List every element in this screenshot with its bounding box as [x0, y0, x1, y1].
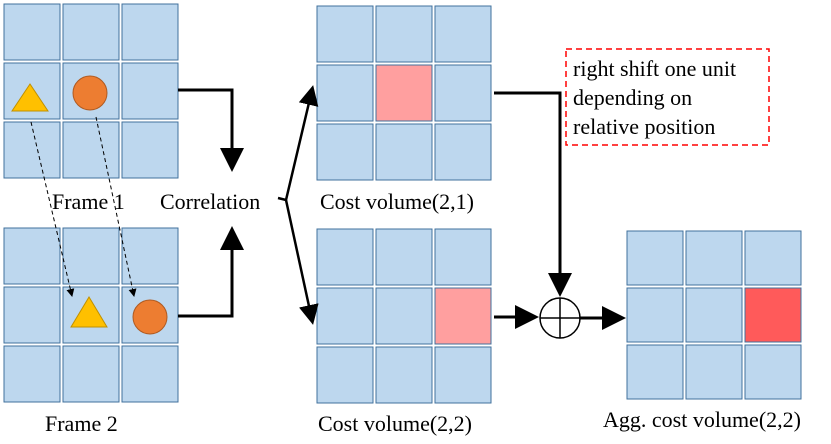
cost22-cell-1-0 [316, 287, 374, 345]
sum-operator-icon [539, 297, 581, 339]
cost22-cell-1-1 [375, 287, 433, 345]
frame2-cell-2-0 [3, 345, 61, 403]
cost22-cell-0-1 [375, 228, 433, 286]
agg-cell-1-1 [685, 287, 743, 343]
frame1-circle [72, 75, 108, 111]
arrow-correlation-to-cost21 [277, 85, 319, 202]
cost21-cell-0-0 [316, 5, 374, 63]
frame1-cell-2-2 [121, 121, 179, 179]
cost21-cell-2-2 [434, 123, 492, 181]
cost22-cell-2-0 [316, 346, 374, 404]
frame2-cell-0-0 [3, 227, 61, 285]
arrow-correlation-to-cost22 [284, 199, 319, 325]
cost-volume-21-label: Cost volume(2,1) [320, 189, 474, 214]
cost21-cell-1-0 [316, 64, 374, 122]
dashed-arrow-circle [95, 116, 137, 297]
agg-cell-2-0 [626, 344, 684, 400]
frame1-cell-2-1 [62, 121, 120, 179]
cost22-cell-0-0 [316, 228, 374, 286]
cost22-cell-2-1 [375, 346, 433, 404]
note-line-1: right shift one unit [573, 56, 736, 81]
frame2-label: Frame 2 [45, 411, 118, 436]
agg-cell-2-1 [685, 344, 743, 400]
frame1-cell-0-1 [62, 3, 120, 61]
agg-cost-volume-label: Agg. cost volume(2,2) [603, 407, 801, 432]
frame2-cell-0-2 [121, 227, 179, 285]
cost-volume-22-label: Cost volume(2,2) [318, 411, 472, 436]
arrow-frame2-to-correlation [178, 226, 244, 318]
agg-cell-0-0 [626, 230, 684, 286]
dashed-arrow-triangle [30, 121, 75, 297]
agg-cell-1-0 [626, 287, 684, 343]
frame1-cell-0-2 [121, 3, 179, 61]
cost-volume-22-grid [316, 228, 492, 404]
frame1-cell-1-2 [121, 62, 179, 120]
arrow-cost21-to-sum [494, 91, 572, 297]
cost21-cell-1-2 [434, 64, 492, 122]
agg-cost-volume-grid [626, 230, 802, 400]
agg-cell-0-2 [744, 230, 802, 286]
cost22-cell-2-2 [434, 346, 492, 404]
cost21-cell-0-1 [375, 5, 433, 63]
agg-cell-2-2 [744, 344, 802, 400]
frame1-label: Frame 1 [52, 189, 125, 214]
agg-cell-1-2 [744, 287, 802, 343]
cost22-cell-0-2 [434, 228, 492, 286]
cost22-cell-1-2 [434, 287, 492, 345]
frame2-triangle [70, 296, 108, 328]
arrow-frame1-to-correlation [178, 88, 244, 172]
cost21-cell-1-1 [375, 64, 433, 122]
cost21-cell-2-0 [316, 123, 374, 181]
note-line-3: relative position [573, 114, 715, 139]
frame1-cell-0-0 [3, 3, 61, 61]
frame1-cell-2-0 [3, 121, 61, 179]
note-line-2: depending on [573, 85, 692, 110]
cost21-cell-2-1 [375, 123, 433, 181]
frame1-triangle [11, 83, 49, 112]
correlation-label: Correlation [160, 189, 260, 214]
frame2-grid [3, 227, 179, 403]
cost-volume-21-grid [316, 5, 492, 181]
cost21-cell-0-2 [434, 5, 492, 63]
frame2-cell-2-1 [62, 345, 120, 403]
frame2-cell-2-2 [121, 345, 179, 403]
frame2-circle [132, 299, 168, 335]
note-box [565, 48, 770, 146]
agg-cell-0-1 [685, 230, 743, 286]
frame2-cell-1-0 [3, 286, 61, 344]
frame2-cell-0-1 [62, 227, 120, 285]
